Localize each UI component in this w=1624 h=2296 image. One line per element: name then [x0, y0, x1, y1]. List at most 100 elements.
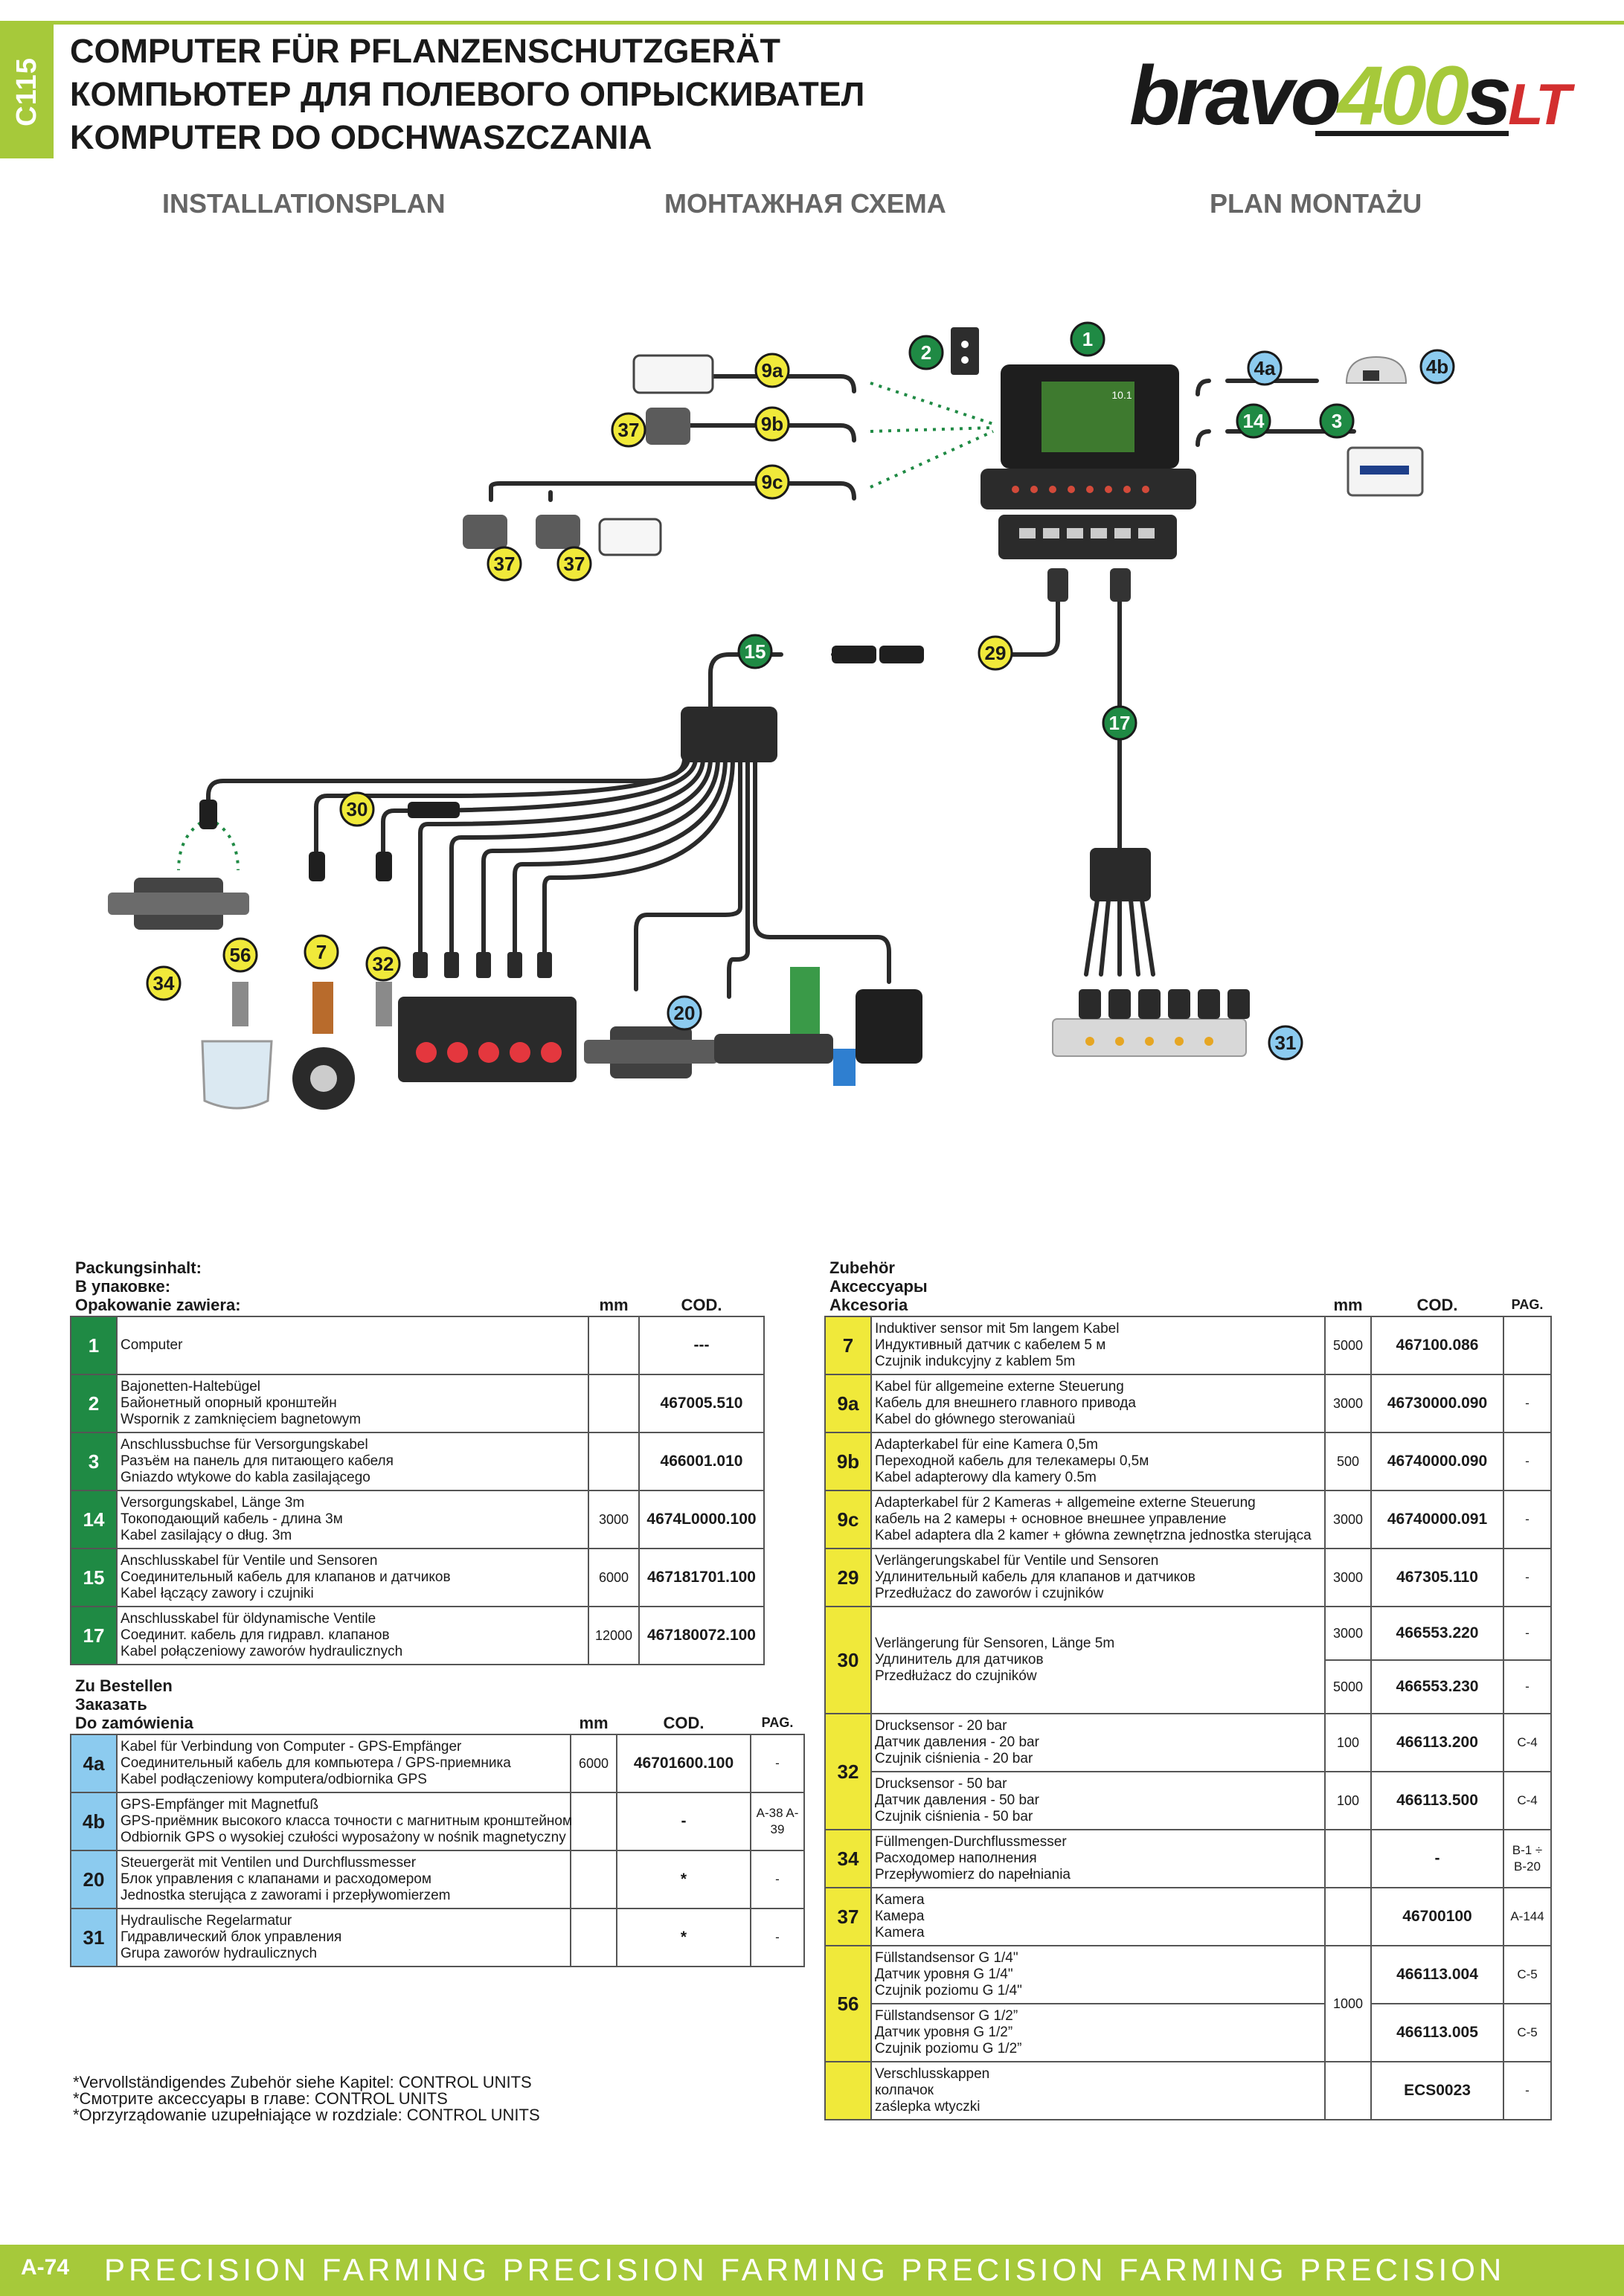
svg-text:29: 29	[985, 642, 1007, 664]
table-row: Füllstandsensor G 1/2”Датчик уровня G 1/…	[825, 2003, 1553, 2062]
cables	[206, 374, 1356, 999]
cameras	[463, 408, 690, 549]
callout-31: 31	[1268, 1025, 1303, 1061]
footnote-de: *Vervollständigendes Zubehör siehe Kapit…	[73, 2073, 532, 2091]
page-titles: COMPUTER FÜR PFLANZENSCHUTZGERÄT КОМПЬЮТ…	[70, 30, 864, 159]
callouts: 1 2 3 4a 4b 9a 9b 9c 14 15 17 29 30 7 32 56 34 20 31 37 37 37	[146, 321, 1455, 1061]
svg-text:2: 2	[921, 341, 931, 364]
callout-4a: 4a	[1247, 350, 1283, 386]
svg-text:20: 20	[674, 1002, 696, 1024]
svg-text:34: 34	[153, 972, 175, 994]
svg-text:3: 3	[1332, 410, 1342, 432]
order-header: Zu Bestellen Заказать Do zamówienia	[75, 1676, 193, 1732]
connectors	[199, 646, 924, 881]
callout-9c: 9c	[754, 464, 790, 500]
callout-17: 17	[1102, 705, 1137, 741]
computer-unit: 10.1	[981, 364, 1196, 602]
subhead-ru: МОНТАЖНАЯ СХЕМА	[664, 188, 946, 219]
callout-37: 37	[487, 546, 522, 582]
col-cod: COD.	[681, 1296, 722, 1314]
logo-lt: LT	[1508, 71, 1570, 137]
logo-letter-s: s	[1465, 49, 1512, 142]
svg-text:14: 14	[1243, 410, 1265, 432]
junction-box	[681, 707, 777, 762]
title-de: COMPUTER FÜR PFLANZENSCHUTZGERÄT	[70, 32, 780, 70]
footer-band: A-74 PRECISION FARMING PRECISION FARMING…	[0, 2245, 1624, 2296]
callout-56: 56	[222, 937, 258, 973]
bravo-logo: bravo400sLT	[1129, 48, 1571, 144]
callout-37: 37	[556, 546, 592, 582]
logo-number: 400	[1338, 49, 1469, 142]
valve-bank	[398, 952, 577, 1082]
switch-boxes	[598, 354, 714, 556]
callout-7: 7	[304, 934, 339, 970]
svg-text:56: 56	[230, 944, 251, 966]
flowmeter-34	[108, 878, 249, 930]
tank	[201, 1040, 273, 1110]
footnote-pl: *Oprzyrządowanie uzupełniające w rozdzia…	[73, 2106, 540, 2124]
package-header: Packungsinhalt: В упаковке: Opakowanie z…	[75, 1258, 241, 1314]
accessories-header: Zubehör Аксессуары Akcesoria	[829, 1258, 928, 1314]
svg-text:7: 7	[316, 941, 327, 963]
svg-text:31: 31	[1275, 1032, 1297, 1054]
footnote-ru: *Смотрите аксессуары в главе: CONTROL UN…	[73, 2089, 448, 2108]
svg-text:9c: 9c	[762, 471, 783, 493]
svg-text:1: 1	[1082, 328, 1093, 350]
callout-37: 37	[611, 412, 646, 448]
callout-2: 2	[908, 335, 944, 370]
svg-text:37: 37	[618, 419, 640, 441]
svg-text:15: 15	[745, 640, 766, 663]
chapter-tab: C115	[0, 25, 54, 158]
callout-30: 30	[339, 791, 375, 827]
hydraulic-valves-31	[1052, 989, 1250, 1057]
chapter-code: C115	[10, 57, 42, 126]
gps-receiver	[1345, 356, 1408, 384]
top-accent-line	[0, 21, 1624, 25]
control-unit-20	[584, 1026, 718, 1078]
callout-14: 14	[1236, 403, 1271, 439]
subhead-de: INSTALLATIONSPLAN	[162, 188, 446, 219]
svg-text:30: 30	[347, 798, 368, 820]
table-row: 56 Füllstandsensor G 1/4"Датчик уровня G…	[824, 1945, 1553, 2062]
pressure-sensors	[232, 982, 392, 1026]
dotted-links	[177, 382, 994, 871]
page-number: A-74	[21, 2255, 70, 2280]
svg-text:32: 32	[373, 953, 394, 975]
svg-text:4b: 4b	[1426, 356, 1448, 378]
hydraulic-connector	[1090, 848, 1151, 901]
svg-text:37: 37	[494, 553, 516, 575]
logo-underline	[1315, 131, 1509, 136]
callout-9b: 9b	[754, 406, 790, 442]
title-ru: КОМПЬЮТЕР ДЛЯ ПОЛЕВОГО ОПРЫСКИВАТЕЛ	[70, 75, 865, 113]
bracket	[951, 327, 979, 375]
subhead-pl: PLAN MONTAŻU	[1210, 188, 1422, 219]
callout-32: 32	[365, 946, 401, 982]
callout-34: 34	[146, 965, 182, 1001]
footnotes: *Vervollständigendes Zubehör siehe Kapit…	[73, 2074, 540, 2123]
section-subheads: INSTALLATIONSPLAN МОНТАЖНАЯ СХЕМА PLAN M…	[0, 188, 1624, 225]
col-mm: mm	[599, 1296, 629, 1314]
installation-diagram: 10.1 1 2 3 4a 4b 9a 9b 9c 14 15 17 29 30 7 32 56	[108, 321, 1455, 1110]
svg-text:9a: 9a	[762, 359, 783, 382]
svg-text:4a: 4a	[1254, 357, 1276, 379]
footer-text: PRECISION FARMING PRECISION FARMING PREC…	[104, 2252, 1506, 2287]
screen-value: 10.1	[1111, 389, 1132, 401]
svg-text:17: 17	[1109, 712, 1131, 734]
